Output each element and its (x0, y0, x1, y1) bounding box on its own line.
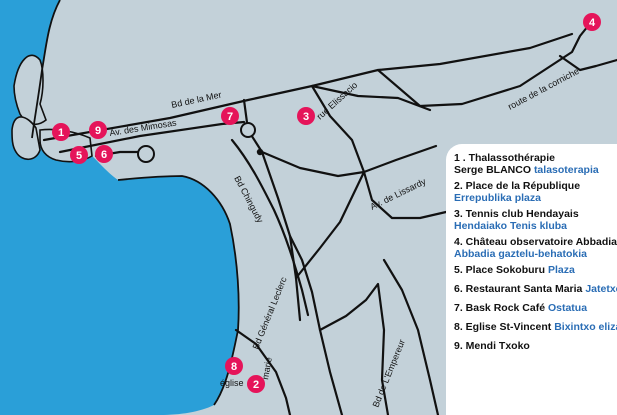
marker-8-number: 8 (231, 361, 237, 373)
road-mid-connector (260, 144, 438, 178)
roundabout-marina (137, 145, 155, 163)
marker-7-number: 7 (227, 111, 233, 123)
legend-item-7-basque: Ostatua (547, 302, 588, 314)
bay-water (0, 0, 239, 415)
road-bd-de-la-mer (42, 32, 574, 142)
legend-item-5: 5. Place Sokoburu Plaza (454, 264, 575, 276)
road-south-east (382, 258, 440, 415)
marker-5-number: 5 (76, 150, 82, 162)
road-network (42, 24, 617, 415)
legend-item-7: 7. Bask Rock Café Ostatua (454, 302, 587, 314)
junction-dot (256, 148, 264, 156)
road-east-edge (558, 54, 617, 72)
legend-item-3-basque: Hendaiako Tenis kluba (454, 220, 568, 232)
marker-9[interactable]: 9 (89, 121, 107, 139)
legend-item-3-name: 3. Tennis club Hendayais (454, 208, 579, 220)
roundabout-north (240, 122, 256, 138)
marker-9-number: 9 (95, 125, 101, 137)
marker-3-number: 3 (303, 111, 309, 123)
legend-item-2-basque: Errepublika plaza (454, 192, 541, 204)
marker-4[interactable]: 4 (583, 13, 601, 31)
marker-1[interactable]: 1 (52, 123, 70, 141)
legend-item-1-name-line2: Serge BLANCO (454, 164, 532, 176)
legend-item-9-name: 9. Mendi Txoko (454, 340, 530, 352)
legend-item-5-name: 5. Place Sokoburu (454, 264, 546, 276)
marker-4-number: 4 (589, 17, 596, 29)
legend-item-1-name: 1 . Thalassothérapie (454, 152, 555, 164)
legend-item-1-line2: Serge BLANCO talasoterapia (454, 164, 599, 176)
legend-item-9: 9. Mendi Txoko (454, 340, 530, 352)
legend-item-4-name: 4. Château observatoire Abbadia (454, 236, 617, 248)
label-eglise: église (220, 378, 244, 388)
coastline (31, 0, 61, 139)
marker-2-number: 2 (253, 379, 259, 391)
road-bd-chingudy (230, 138, 310, 317)
road-bd-de-l-empereur (318, 282, 390, 415)
legend-item-6-name: 6. Restaurant Santa Maria (454, 283, 583, 295)
bay-shore (117, 175, 240, 406)
marker-7[interactable]: 7 (221, 107, 239, 125)
road-rue-elissacio (310, 84, 366, 174)
legend-item-5-basque: Plaza (547, 264, 575, 276)
marker-3[interactable]: 3 (297, 107, 315, 125)
legend-item-2-name: 2. Place de la République (454, 180, 581, 192)
legend-item-1: 1 . Thalassothérapie Serge BLANCO talaso… (454, 152, 599, 176)
legend-item-6-basque: Jatetxea (585, 283, 617, 295)
marker-6[interactable]: 6 (95, 145, 113, 163)
legend-item-7-name: 7. Bask Rock Café (454, 302, 546, 314)
legend-item-8-name: 8. Eglise St-Vincent (454, 321, 552, 333)
legend-item-8-basque: Bixintxo eliza (554, 321, 617, 333)
marker-5[interactable]: 5 (70, 146, 88, 164)
legend-item-1-basque: talasoterapia (533, 164, 599, 176)
marker-8[interactable]: 8 (225, 357, 243, 375)
road-elissacio-branch (310, 84, 432, 112)
marker-1-number: 1 (58, 127, 64, 139)
legend-item-3: 3. Tennis club Hendayais Hendaiako Tenis… (454, 208, 579, 232)
label-marie: marie (260, 356, 274, 380)
road-south-west (234, 328, 292, 415)
legend-panel: 1 . Thalassothérapie Serge BLANCO talaso… (446, 144, 617, 415)
legend-item-2: 2. Place de la République Errepublika pl… (454, 180, 580, 204)
sand-spit (13, 54, 47, 126)
marker-6-number: 6 (101, 149, 107, 161)
legend-item-4: 4. Château observatoire Abbadia Abbadia … (454, 236, 617, 260)
road-av-de-lissardy (294, 170, 448, 280)
legend-item-4-basque: Abbadia gaztelu-behatokia (454, 248, 588, 260)
legend-item-8: 8. Eglise St-Vincent Bixintxo eliza (454, 321, 617, 333)
road-bd-general-leclerc (288, 234, 344, 415)
legend-item-6: 6. Restaurant Santa Maria Jatetxea (454, 283, 617, 295)
marker-2[interactable]: 2 (247, 375, 265, 393)
